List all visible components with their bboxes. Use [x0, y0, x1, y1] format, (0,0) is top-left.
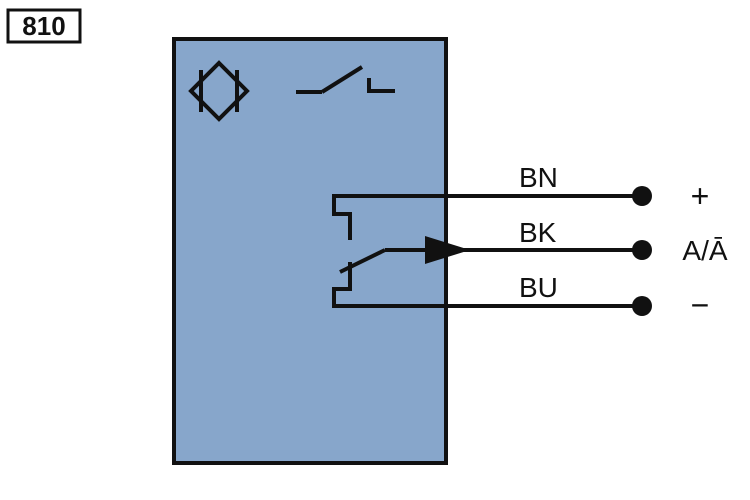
diagram-code-box: 810 — [6, 8, 82, 44]
terminal-bu — [632, 296, 652, 316]
diagram-code-frame — [6, 8, 82, 44]
terminal-label-output: A/Ā — [682, 235, 727, 266]
terminal-label-plus: + — [691, 178, 710, 214]
diagram-code-label: 810 — [22, 11, 65, 41]
output-arrow-icon — [425, 236, 470, 264]
inductive-sensor-diamond-icon — [188, 60, 250, 122]
normally-open-switch-icon — [296, 65, 395, 94]
terminal-bk — [632, 240, 652, 260]
terminal-bn — [632, 186, 652, 206]
terminal-label-minus: − — [691, 287, 710, 323]
wire-label-bu: BU — [519, 272, 558, 303]
wire-label-bk: BK — [519, 217, 557, 248]
wire-label-bn: BN — [519, 162, 558, 193]
